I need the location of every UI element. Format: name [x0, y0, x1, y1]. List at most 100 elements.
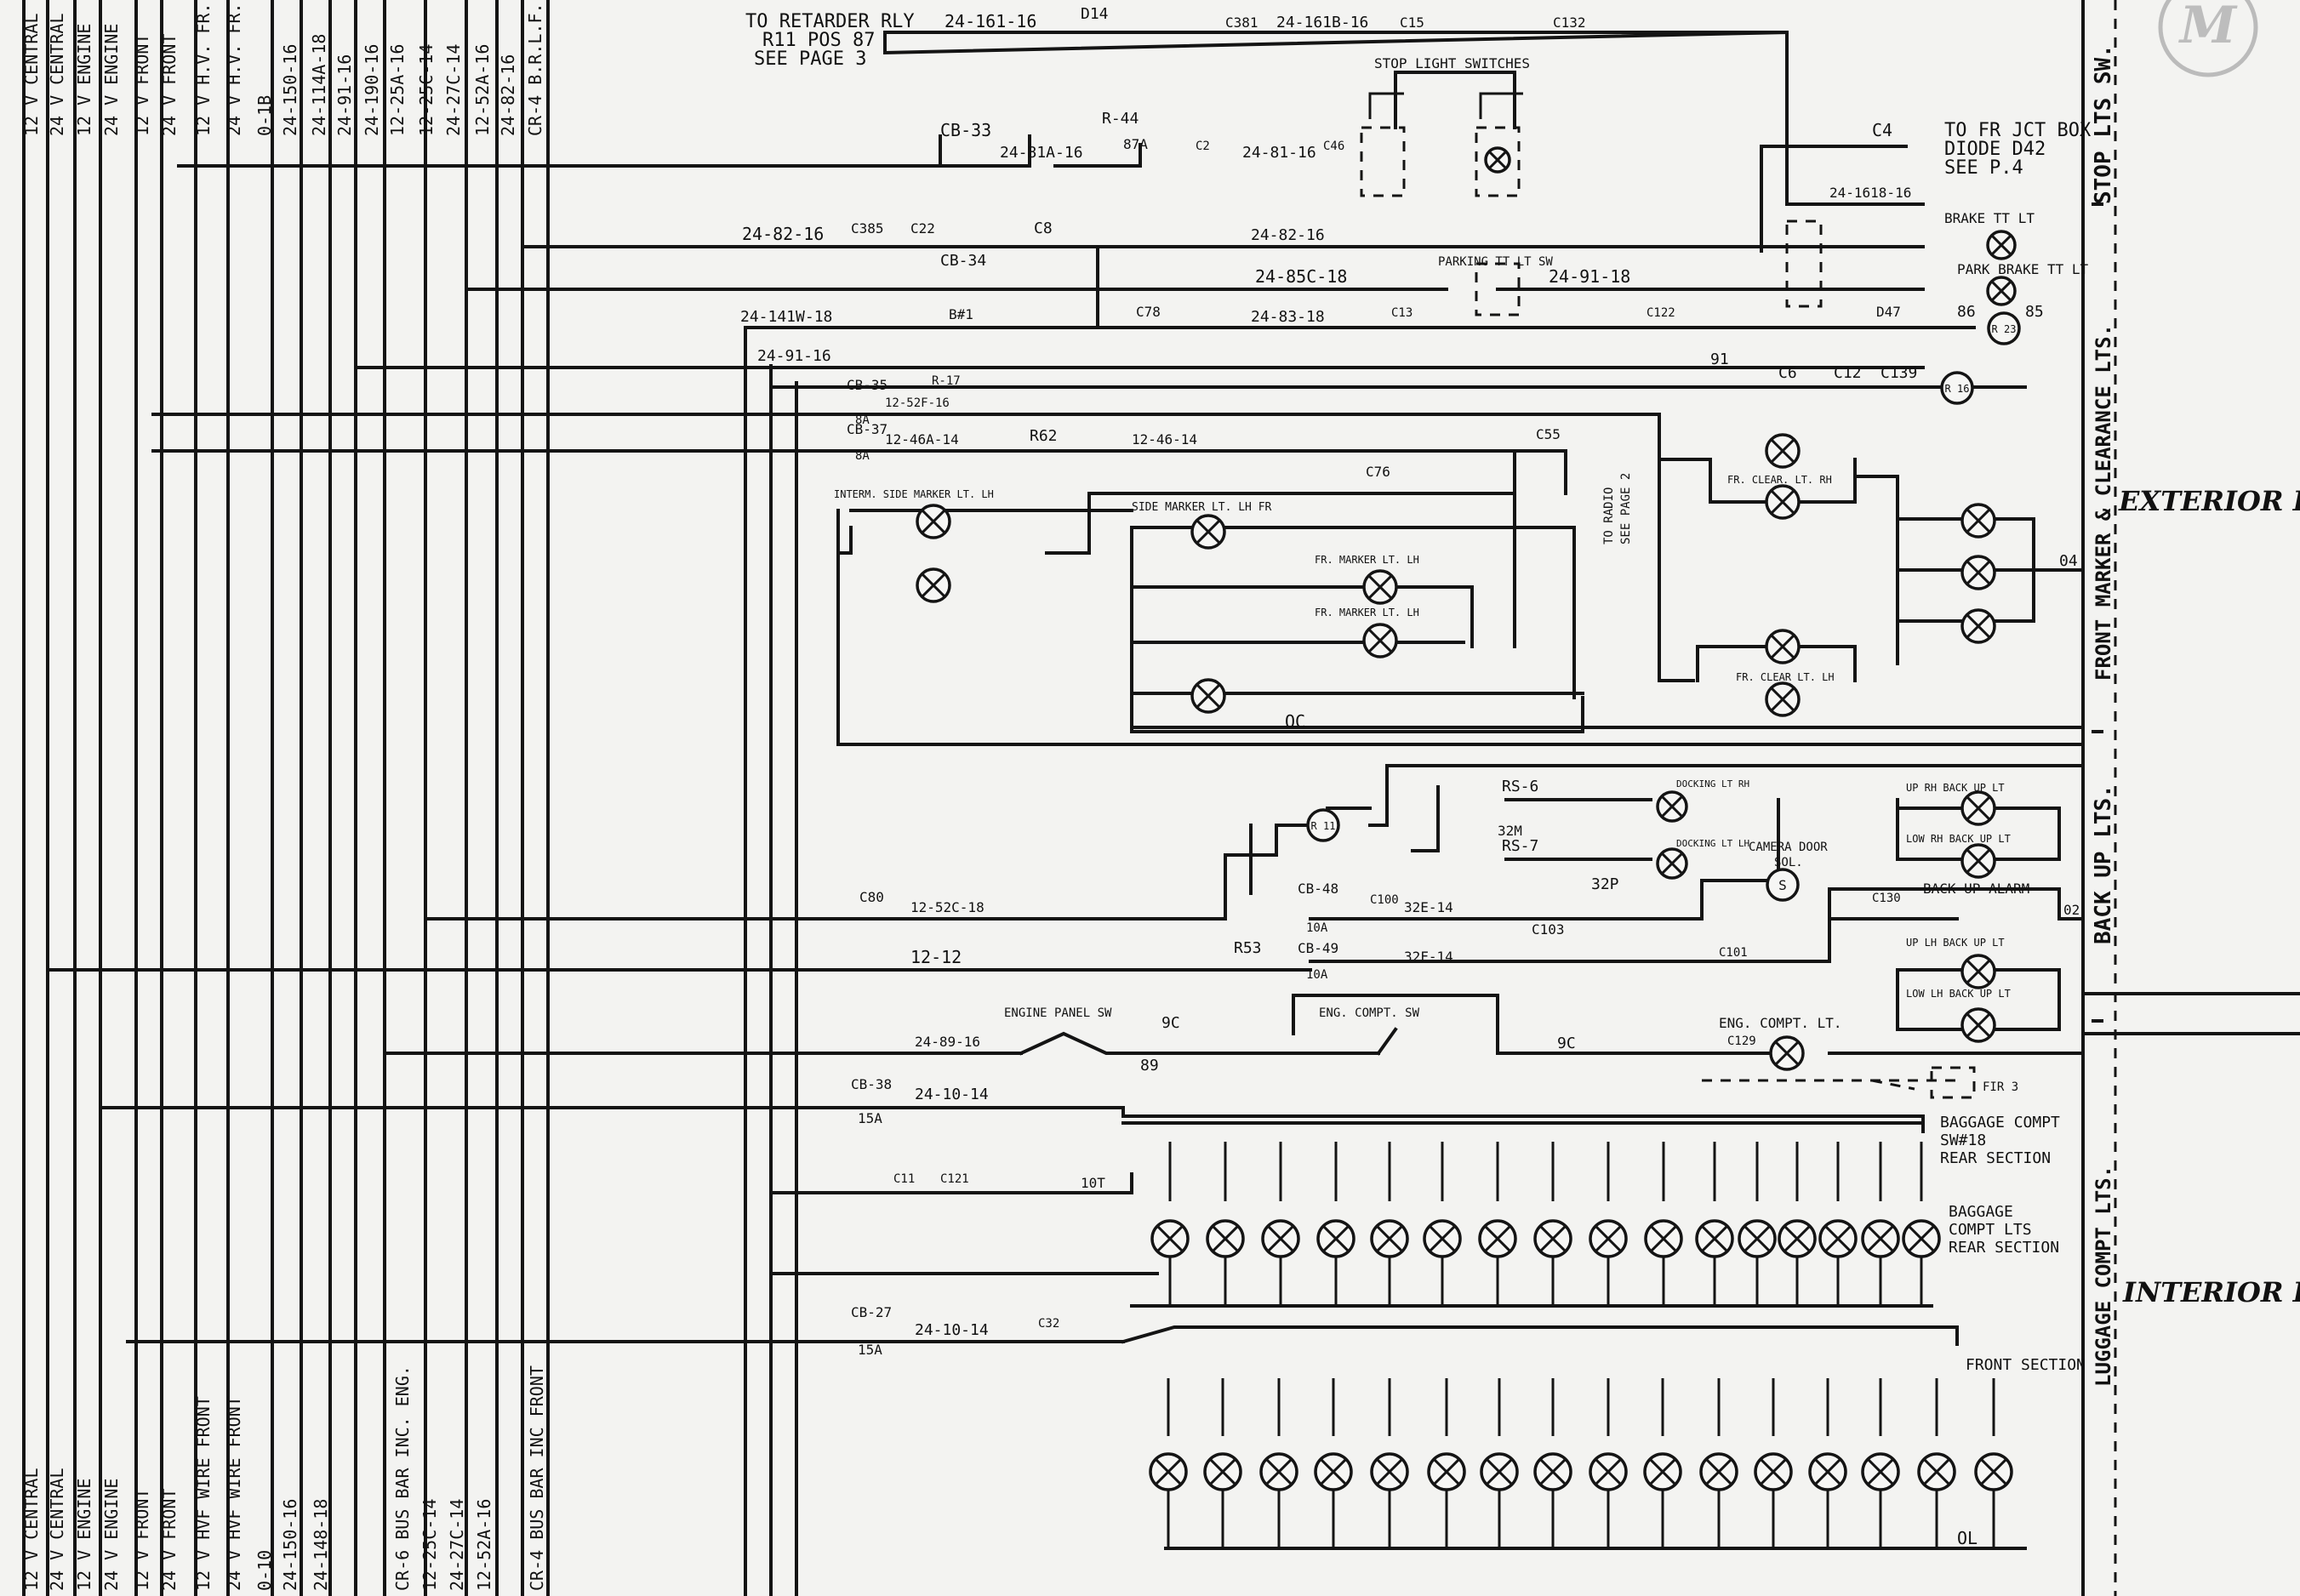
lamp-icon — [1480, 1452, 1519, 1491]
note-to-radio: TO RADIO — [1602, 487, 1616, 544]
lamp-icon — [1861, 1452, 1900, 1491]
wire-label: 24-91-16 — [757, 347, 831, 365]
note-baggage-sw: BAGGAGE COMPT — [1940, 1114, 2060, 1131]
bus-label-bottom: 12 V FRONT — [132, 1489, 152, 1591]
bus-label-bottom: 12-52A-16 — [474, 1499, 494, 1591]
diode-label: D47 — [1876, 304, 1901, 320]
lamp-label: DOCKING LT LH — [1676, 838, 1749, 849]
lamp-label: FR. CLEAR. LT. RH — [1727, 474, 1832, 486]
lamp-label: LOW RH BACK UP LT — [1906, 833, 2011, 845]
node-label: OL — [1957, 1528, 1978, 1548]
connector-label: C381 — [1225, 14, 1258, 31]
relay-label: B#1 — [949, 306, 973, 322]
rating-label: 10A — [1306, 921, 1328, 935]
lamp-icon — [1478, 1219, 1517, 1258]
comp-letter: R 11 — [1311, 820, 1336, 832]
lamp-label: INTERM. SIDE MARKER LT. LH — [834, 488, 994, 500]
lamp-label: UP LH BACK UP LT — [1906, 937, 2005, 949]
rating-label: 15A — [858, 1342, 882, 1358]
lamp-icon — [1695, 1219, 1734, 1258]
note-baggage-lts: BAGGAGE — [1949, 1203, 2013, 1221]
note-eng-comp-sw: ENG. COMPT. SW — [1319, 1006, 1420, 1020]
node-label: 04 — [2059, 552, 2078, 570]
bus-label-top: 12 V CENTRAL — [21, 14, 42, 137]
lamp-icon — [1960, 790, 1996, 826]
connector-label: C46 — [1323, 140, 1344, 153]
bus-label-top: 12-52A-16 — [472, 44, 493, 136]
lamp-icon — [1808, 1452, 1847, 1491]
note-baggage-sw: SW#18 — [1940, 1131, 1986, 1149]
lamp-icon — [1656, 790, 1688, 823]
bus-label-bottom: 12 V ENGINE — [74, 1479, 94, 1591]
bus-label-top: 24-27C-14 — [443, 44, 464, 136]
note-eng-comp-lt: ENG. COMPT. LT. — [1719, 1015, 1842, 1031]
connector-label: C129 — [1727, 1035, 1756, 1048]
lamp-icon — [1533, 1452, 1572, 1491]
bus-label-top: 24 V FRONT — [159, 34, 180, 136]
rating-label: 10A — [1306, 968, 1328, 982]
fuse-label: FIR 3 — [1983, 1080, 2018, 1094]
section-luggage: LUGGAGE COMPT LTS. — [2092, 1166, 2115, 1387]
note-brake-tt: BRAKE TT LT — [1944, 210, 2035, 226]
lamp-icon — [1190, 678, 1226, 714]
node-label: 32P — [1591, 875, 1619, 893]
comp-letter: R 16 — [1945, 383, 1970, 395]
bus-label-top: 24-150-16 — [280, 44, 300, 136]
section-front-marker: FRONT MARKER & CLEARANCE LTS. — [2092, 324, 2115, 681]
connector-label: C22 — [910, 220, 935, 237]
right-border — [2081, 0, 2300, 1596]
section-back-up: BACK UP LTS. — [2091, 784, 2116, 944]
lamp-icon — [1960, 555, 1996, 590]
wire-label: 24-91-18 — [1549, 266, 1630, 287]
resistor-label: R62 — [1030, 427, 1058, 445]
note-retarder: R11 POS 87 — [762, 30, 875, 51]
bus-label-top: 24 V ENGINE — [101, 24, 122, 136]
wire-label: 24-161-16 — [945, 11, 1036, 31]
bus-label-top: 24-91-16 — [334, 54, 355, 136]
lamp-icon — [1427, 1452, 1466, 1491]
note-camera-door: CAMERA DOOR — [1749, 841, 1828, 854]
bus-label-bottom: 0-10 — [254, 1550, 275, 1591]
lamp-icon — [1362, 569, 1398, 605]
lamp-icon — [1484, 146, 1511, 174]
wire-label: 12-52C-18 — [910, 899, 984, 915]
node-label: 32M — [1498, 823, 1522, 839]
bus-label-bottom: 24 V FRONT — [159, 1489, 180, 1591]
bus-label-bottom: 24 V CENTRAL — [47, 1468, 67, 1592]
connector-label: C8 — [1034, 219, 1053, 237]
group-interior: INTERIOR LIGHTING — [2122, 1276, 2300, 1308]
note-front-section: FRONT SECTION — [1966, 1356, 2086, 1374]
lamp-icon — [1778, 1219, 1817, 1258]
relay-label: 87A — [1123, 136, 1148, 152]
relay-label: 86 — [1957, 303, 1976, 321]
lamp-icon — [1902, 1219, 1941, 1258]
lamp-icon — [1960, 503, 1996, 539]
note-to-radio: SEE PAGE 2 — [1619, 473, 1633, 544]
wire-label: 24-141W-18 — [740, 308, 832, 326]
node-label: 91 — [1710, 351, 1729, 368]
lamp-icon — [1149, 1452, 1188, 1491]
node-labels: OC OL 04 02 9C 9C 89 10T 32M 32P 91 — [1081, 351, 2080, 1548]
bus-lines — [22, 0, 798, 1596]
note-fr-jct: TO FR JCT BOX — [1944, 120, 2092, 141]
bus-label-bottom: CR-4 BUS BAR INC FRONT — [527, 1365, 547, 1591]
lamp-icon — [1861, 1219, 1900, 1258]
note-camera-door: SOL. — [1774, 856, 1803, 869]
wire-label: 32E-14 — [1404, 899, 1453, 915]
bus-label-bottom: 12 V HVF WIRE FRONT — [193, 1396, 214, 1591]
lamp-icon — [1754, 1452, 1793, 1491]
lamp-icon — [1423, 1219, 1462, 1258]
note-baggage-sw: REAR SECTION — [1940, 1149, 2051, 1167]
node-label: 9C — [1161, 1014, 1180, 1032]
resistor-label: RS-7 — [1502, 837, 1538, 855]
note-engine-panel-sw: ENGINE PANEL SW — [1004, 1006, 1112, 1020]
note-retarder: SEE PAGE 3 — [754, 48, 866, 70]
connector-label: C122 — [1647, 306, 1675, 320]
lamp-label: UP RH BACK UP LT — [1906, 782, 2005, 794]
wire-label: 12-12 — [910, 947, 962, 967]
lettered-components: R 23 R 16 S R 11 — [1306, 311, 2021, 902]
wire-label: 24-89-16 — [915, 1034, 980, 1050]
note-baggage-lts: COMPT LTS — [1949, 1221, 2032, 1239]
bus-label-top: CR-4 B.R.L.F. — [525, 3, 545, 136]
